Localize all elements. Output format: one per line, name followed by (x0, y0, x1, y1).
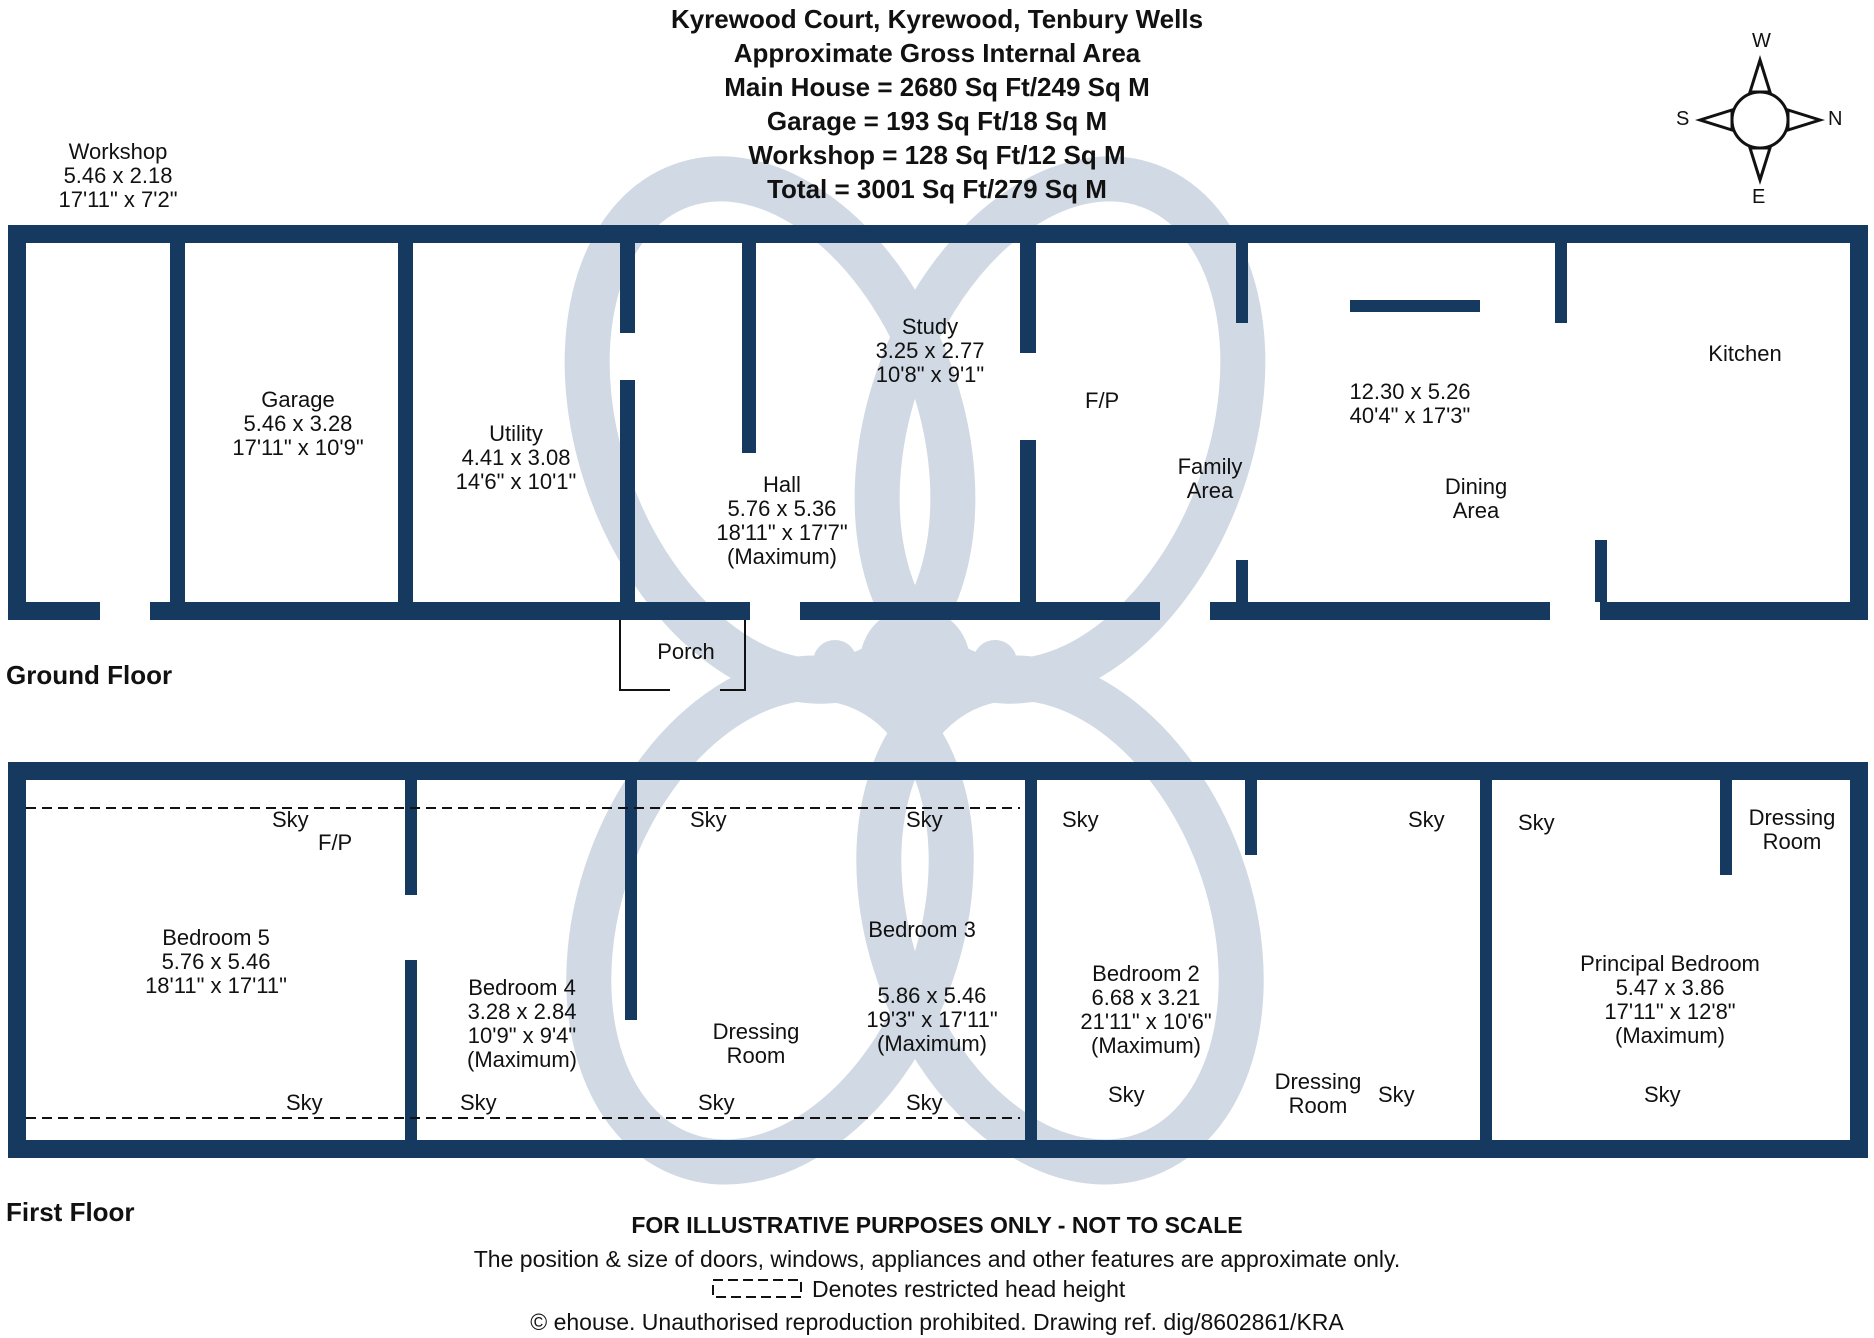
room-dressing-room-2: Dressing Room (1274, 1069, 1362, 1118)
skylight: Sky (698, 1090, 735, 1115)
room-hall: Hall 5.76 x 5.36 18'11" x 17'7" (Maximum… (716, 472, 848, 569)
fireplace-label: F/P (1085, 388, 1120, 413)
skylight: Sky (1644, 1082, 1681, 1107)
garage-area: Garage = 193 Sq Ft/18 Sq M (766, 106, 1108, 136)
skylight: Sky (1062, 807, 1099, 832)
room-principal-bedroom: Principal Bedroom 5.47 x 3.86 17'11" x 1… (1580, 951, 1760, 1048)
workshop-area: Workshop = 128 Sq Ft/12 Sq M (748, 140, 1126, 170)
approximation-note: The position & size of doors, windows, a… (473, 1246, 1401, 1272)
room-bedroom-4: Bedroom 4 3.28 x 2.84 10'9" x 9'4" (Maxi… (467, 975, 577, 1072)
room-bedroom-5: Bedroom 5 5.76 x 5.46 18'11" x 17'11" (145, 925, 287, 998)
total-area: Total = 3001 Sq Ft/279 Sq M (767, 174, 1107, 204)
skylight: Sky (460, 1090, 497, 1115)
disclaimer: FOR ILLUSTRATIVE PURPOSES ONLY - NOT TO … (631, 1212, 1243, 1238)
room-dining-area: Dining Area (1444, 474, 1508, 523)
skylight: Sky (690, 807, 727, 832)
room-bedroom-3-label: Bedroom 3 (868, 917, 976, 942)
skylight: Sky (286, 1090, 323, 1115)
room-garage: Garage 5.46 x 3.28 17'11" x 10'9" (232, 387, 364, 460)
skylight: Sky (1108, 1082, 1145, 1107)
compass-west: W (1752, 30, 1771, 52)
ground-floor-walls (8, 225, 1868, 620)
first-floor-walls (8, 762, 1868, 1158)
legend-text: Denotes restricted head height (812, 1276, 1126, 1302)
skylight: Sky (906, 807, 943, 832)
skylight: Sky (272, 807, 309, 832)
main-house-area: Main House = 2680 Sq Ft/249 Sq M (724, 72, 1150, 102)
porch-outline (619, 620, 746, 691)
room-family-area: Family Area (1177, 454, 1243, 503)
skylight: Sky (906, 1090, 943, 1115)
room-kitchen-dimensions: 12.30 x 5.26 40'4" x 17'3" (1349, 379, 1471, 428)
property-address: Kyrewood Court, Kyrewood, Tenbury Wells (670, 4, 1204, 34)
room-dressing-room-3: Dressing Room (1748, 805, 1836, 854)
copyright: © ehouse. Unauthorised reproduction proh… (530, 1309, 1344, 1335)
room-dressing-room-1: Dressing Room (712, 1019, 800, 1068)
room-bedroom-2: Bedroom 2 6.68 x 3.21 21'11" x 10'6" (Ma… (1080, 961, 1212, 1058)
compass-south: S (1676, 108, 1690, 130)
room-workshop: Workshop 5.46 x 2.18 17'11" x 7'2" (58, 139, 178, 212)
skylight: Sky (1518, 810, 1555, 835)
room-porch: Porch (657, 639, 715, 664)
first-floor-label: First Floor (6, 1197, 135, 1227)
legend-restricted-height-icon (712, 1279, 802, 1298)
skylight: Sky (1378, 1082, 1415, 1107)
compass-north: N (1828, 108, 1843, 130)
restricted-height-lines (26, 807, 1020, 1119)
skylight: Sky (1408, 807, 1445, 832)
area-title: Approximate Gross Internal Area (733, 38, 1141, 68)
fireplace-label-first-floor: F/P (318, 830, 353, 855)
compass-rose (1694, 54, 1826, 186)
room-utility: Utility 4.41 x 3.08 14'6" x 10'1" (455, 421, 577, 494)
room-bedroom-3-dimensions: 5.86 x 5.46 19'3" x 17'11" (Maximum) (866, 983, 998, 1056)
room-kitchen-label: Kitchen (1708, 341, 1782, 366)
room-study: Study 3.25 x 2.77 10'8" x 9'1" (875, 314, 985, 387)
ground-floor-label: Ground Floor (6, 660, 173, 690)
compass-east: E (1752, 186, 1766, 208)
